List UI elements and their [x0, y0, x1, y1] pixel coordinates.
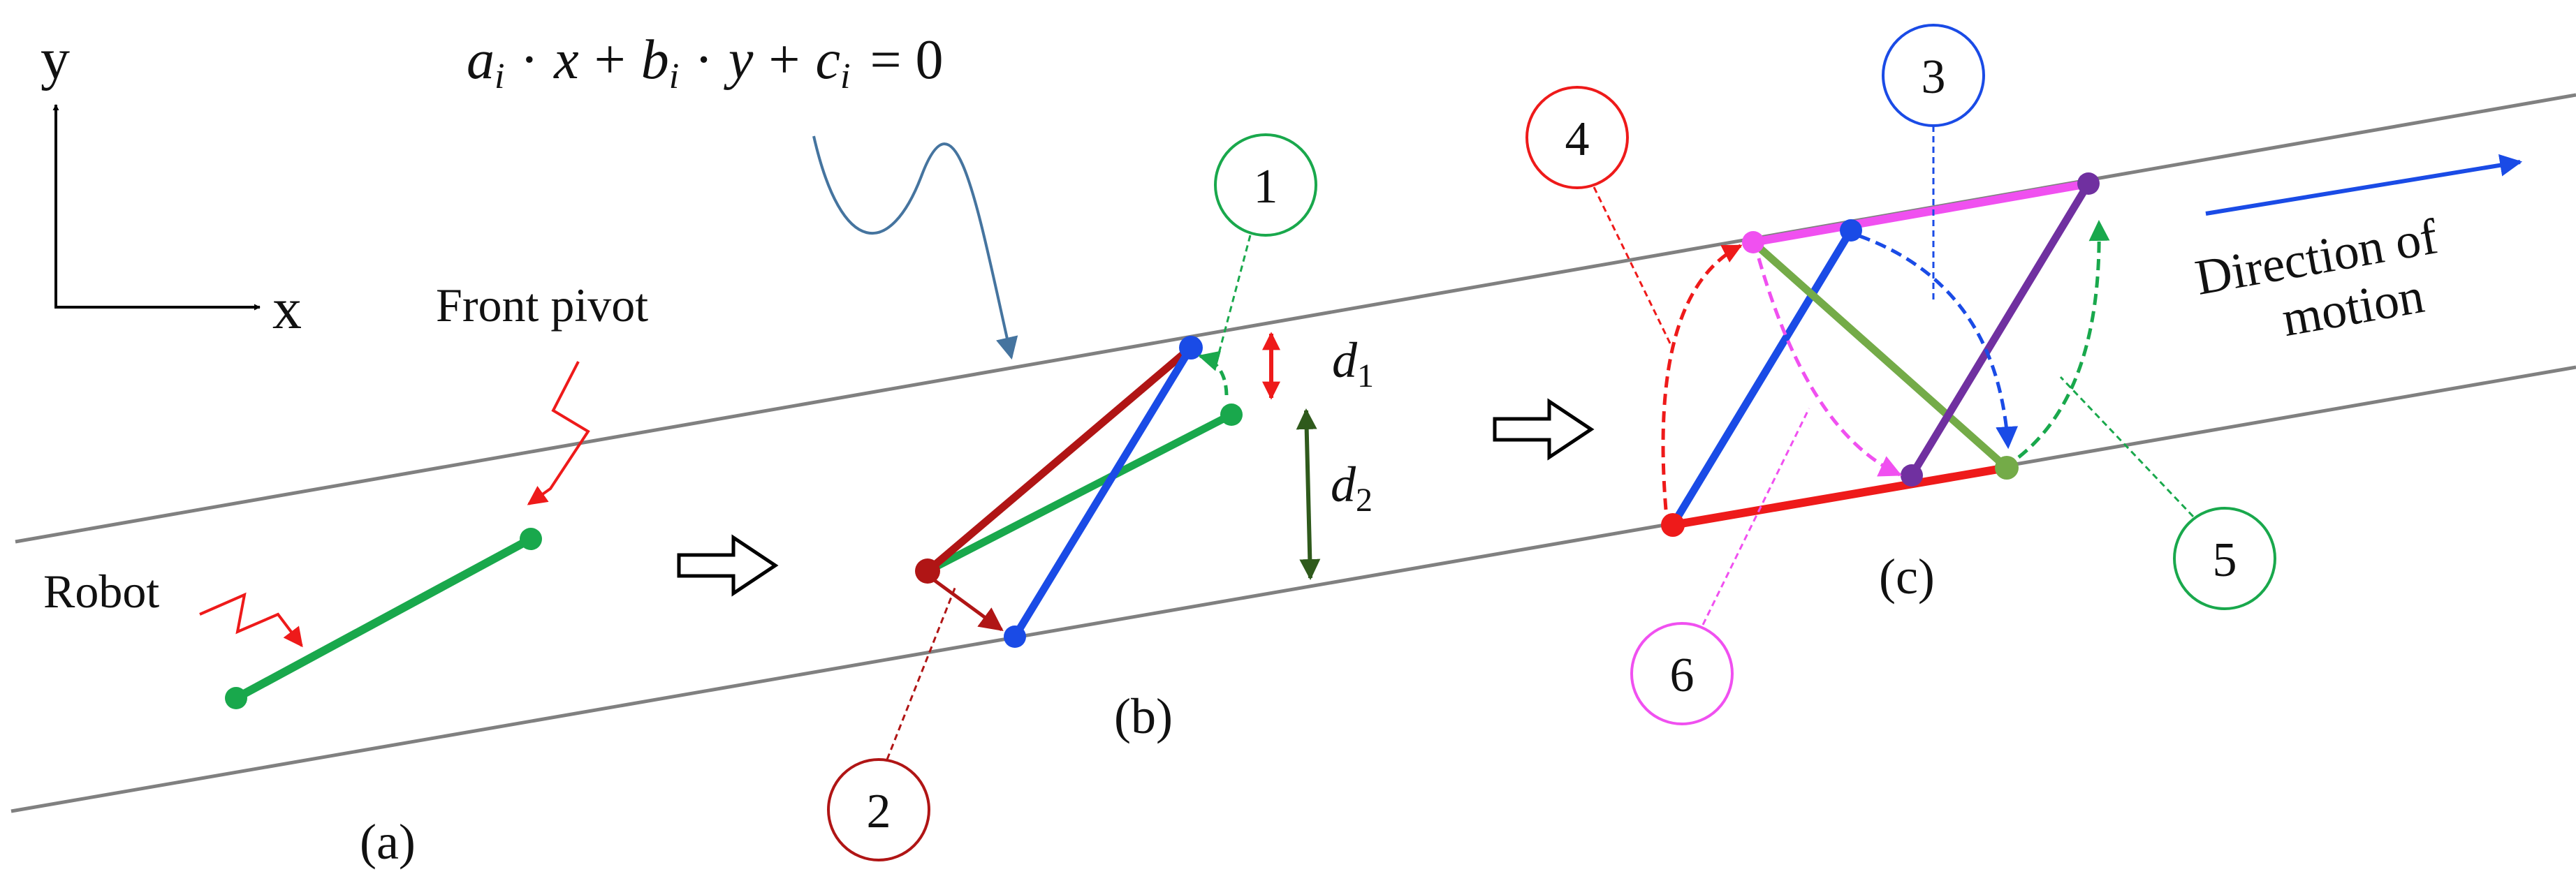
panel-c: 3 4 5 6 (c) — [1525, 24, 2276, 725]
step-6-leader — [1702, 408, 1810, 625]
robot-label: Robot — [43, 565, 159, 618]
d2-label: d2 — [1331, 457, 1373, 519]
robot-front-pivot — [520, 528, 542, 550]
coordinate-axes: y x — [41, 27, 302, 341]
pivot-purple-top — [2077, 172, 2100, 195]
panel-b: d1 d2 1 2 (b) — [827, 133, 1374, 861]
pose-magenta — [1752, 179, 2090, 246]
robot-rear-moved-pose — [925, 344, 1194, 575]
step-5-leader — [2059, 376, 2195, 518]
pose-purple — [1908, 182, 2092, 477]
move-1-arrow — [1198, 350, 1229, 396]
pivot-purple-bottom — [1901, 464, 1923, 487]
step-4-number: 4 — [1565, 112, 1590, 166]
robot-rear-pivot — [225, 687, 247, 709]
step-6-number: 6 — [1670, 649, 1695, 702]
y-axis-label: y — [41, 27, 70, 91]
step-4-circle — [1525, 86, 1629, 189]
direction-arrow — [2205, 154, 2523, 216]
pose-red — [1671, 464, 2008, 529]
step-3-number: 3 — [1922, 50, 1946, 104]
pivot-blue-top — [1179, 336, 1203, 360]
step-1-number: 1 — [1254, 160, 1278, 214]
pivot-green — [1220, 404, 1243, 426]
step-4-leader — [1593, 186, 1674, 350]
step-arrow-a-to-b — [677, 534, 779, 597]
robot-body — [234, 535, 533, 702]
line-equation: ai·x+bi·y+ci= 0 — [467, 29, 944, 96]
front-pivot-label: Front pivot — [436, 279, 648, 332]
robot-aligned-pose — [1011, 346, 1194, 639]
robot-pointer — [199, 592, 303, 648]
move-2-arrow — [932, 577, 1004, 632]
panel-c-label: (c) — [1879, 549, 1935, 605]
equation-pointer-curve — [812, 135, 1018, 360]
step-6-circle — [1630, 622, 1734, 725]
step-5-number: 5 — [2213, 533, 2237, 587]
step-arrow-b-to-c — [1493, 398, 1595, 461]
step-2-leader — [886, 586, 957, 760]
d1-label: d1 — [1332, 332, 1374, 394]
robot-initial-pose — [925, 411, 1234, 575]
pose-blue — [1669, 228, 1854, 527]
direction-of-motion: Direction of motion — [2191, 154, 2523, 347]
d2-indicator — [1296, 408, 1321, 580]
step-1-leader — [1214, 235, 1252, 367]
pivot-magenta — [1742, 231, 1764, 253]
pose-olive-green — [1750, 239, 2010, 471]
step-2-circle — [827, 758, 930, 861]
panel-a-label: (a) — [360, 814, 416, 870]
step-2-number: 2 — [867, 785, 891, 838]
pivot-red — [1661, 513, 1685, 537]
pivot-olive-green — [1995, 456, 2019, 480]
panel-a: Front pivot Robot (a) — [43, 279, 648, 870]
front-pivot-pointer — [527, 361, 590, 505]
pivot-blue — [1840, 219, 1862, 242]
step-1-circle — [1214, 133, 1317, 237]
move-4-arrow — [1661, 244, 1743, 510]
move-3-arrow — [1859, 234, 2019, 450]
track-upper-line — [15, 93, 2576, 544]
track-lower-line — [10, 365, 2576, 813]
pivot-dark-red — [915, 558, 940, 584]
panel-b-label: (b) — [1114, 688, 1173, 744]
x-axis-label: x — [272, 276, 302, 341]
step-5-circle — [2173, 507, 2276, 610]
pivot-blue-bottom — [1004, 625, 1026, 648]
move-5-arrow — [2017, 220, 2110, 459]
move-6-arrow — [1757, 258, 1902, 477]
